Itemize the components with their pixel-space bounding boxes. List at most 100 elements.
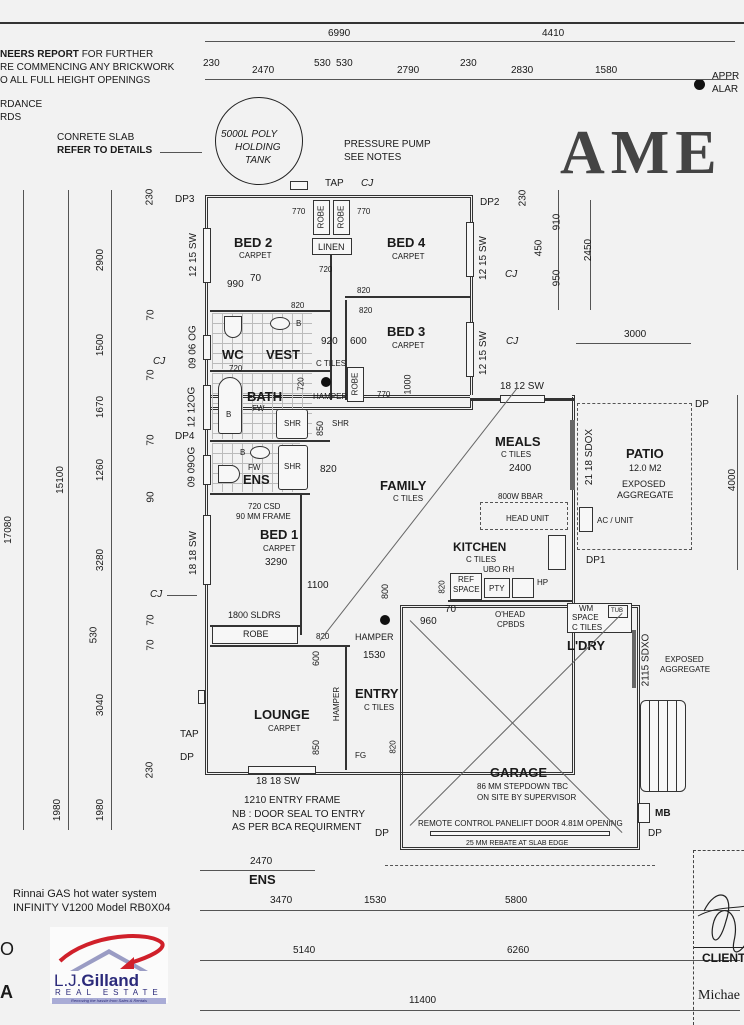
- dim-line-bottom-row2: [200, 960, 740, 961]
- dim-left-1980b: 1980: [95, 798, 107, 822]
- room-vest-name: VEST: [266, 347, 300, 362]
- room-laundry-name: L'DRY: [567, 638, 605, 653]
- floor-waste-ens: FW: [248, 463, 261, 472]
- signature-scribble-icon: [697, 894, 744, 953]
- hotplate-label: HP: [537, 578, 549, 587]
- tank-label-1: 5000L POLY: [221, 129, 278, 140]
- dim-line-bottom-ens: [200, 870, 315, 871]
- tap-fitting-left: [198, 690, 205, 704]
- logo-tagline: REAL ESTATE: [55, 988, 163, 997]
- dim-left-530: 530: [88, 626, 100, 644]
- shower-ens: [278, 445, 308, 490]
- wall-living-block: [205, 395, 575, 775]
- dim-1000: 1000: [402, 374, 413, 395]
- room-entry-finish: C TILES: [364, 703, 395, 712]
- engineers-note-line-2: RE COMMENCING ANY BRICKWORK: [0, 62, 175, 73]
- window-bath: [203, 385, 211, 430]
- window-bed1: [203, 515, 211, 585]
- dim-820a: 820: [291, 301, 305, 310]
- dim-top-230a: 230: [203, 58, 220, 69]
- robe-bed4: [333, 200, 350, 235]
- cj-label-top: CJ: [361, 178, 374, 189]
- window-bed2: [203, 228, 211, 283]
- dim-top-1580: 1580: [595, 65, 618, 76]
- external-steps: [640, 700, 686, 792]
- cj-label-left-1: CJ: [153, 356, 166, 367]
- robe-bed2: [313, 200, 330, 235]
- alarm-symbol: [694, 79, 705, 90]
- shower-hall-label: SHR: [332, 419, 349, 428]
- laundry-door-label: 2115 SDXO: [640, 633, 652, 687]
- ref-space: [450, 573, 482, 600]
- robe-bed2-label: ROBE: [316, 205, 326, 229]
- robe-bed3: [347, 367, 364, 402]
- dim-770b: 770: [357, 207, 371, 216]
- tank-label-2: HOLDING: [235, 142, 281, 153]
- dim-line-right-2450: [590, 200, 591, 310]
- shower-ens-label: SHR: [284, 462, 301, 471]
- dim-720a: 720: [319, 265, 333, 274]
- dim-2400: 2400: [509, 463, 532, 474]
- robe-sliders-label: 1800 SLDRS: [228, 610, 281, 620]
- room-bed2-name: BED 2: [234, 235, 273, 250]
- dim-top-530b: 530: [336, 58, 353, 69]
- dim-70a: 70: [250, 273, 262, 284]
- room-patio-name: PATIO: [626, 446, 664, 461]
- dim-line-left: [111, 190, 112, 830]
- room-bed2-finish: CARPET: [239, 251, 272, 260]
- dim-600b: 600: [311, 650, 322, 667]
- cj-label-left-2: CJ: [150, 589, 163, 600]
- dim-left-70c: 70: [145, 434, 157, 446]
- window-bed1-label: 18 18 SW: [187, 531, 199, 575]
- robe-bed1: [212, 626, 298, 644]
- robe-bed1-label: ROBE: [243, 629, 269, 639]
- dim-850a: 850: [315, 420, 326, 437]
- room-meals-finish: C TILES: [501, 450, 532, 459]
- room-bed4-finish: CARPET: [392, 252, 425, 261]
- room-patio-finish-2: AGGREGATE: [617, 490, 674, 500]
- dim-line-patio-width: [576, 343, 691, 344]
- pressure-pump: [290, 181, 308, 190]
- room-bed3-name: BED 3: [387, 324, 426, 339]
- dim-left-230b: 230: [144, 761, 156, 779]
- room-family-name: FAMILY: [380, 478, 427, 493]
- dim-left-230: 230: [144, 188, 156, 206]
- client-signature-box: CLIENT Michae: [693, 850, 744, 1025]
- room-lounge-name: LOUNGE: [254, 707, 310, 722]
- dim-left-90: 90: [145, 491, 157, 503]
- wall-lounge-entry: [345, 645, 347, 770]
- dim-left-1980a: 1980: [52, 798, 64, 822]
- room-ens-name: ENS: [243, 472, 270, 487]
- window-wc-label: 09 06 OG: [187, 325, 199, 369]
- room-patio-finish-1: EXPOSED: [622, 479, 666, 489]
- dim-1100: 1100: [307, 580, 329, 591]
- left-fragment-1: O: [0, 939, 15, 959]
- floor-waste-bath: FW: [252, 404, 265, 413]
- linen-cupboard: [312, 238, 352, 255]
- dim-15100: 15100: [54, 466, 66, 494]
- window-bath-label: 12 12OG: [186, 386, 198, 428]
- dim-960: 960: [420, 616, 437, 627]
- dim-bottom-5800: 5800: [505, 895, 528, 906]
- downpipe-dp-patio: DP: [695, 399, 709, 410]
- patio-door: [570, 420, 575, 490]
- engineers-note-line-3: O ALL FULL HEIGHT OPENINGS: [0, 75, 151, 86]
- downpipe-dp4: DP4: [175, 431, 195, 442]
- dim-770a: 770: [292, 207, 306, 216]
- dim-bottom-5140: 5140: [293, 945, 316, 956]
- robe-bed3-label: ROBE: [350, 372, 360, 396]
- slab-leader: [160, 152, 202, 153]
- hamper-hall: HAMPER: [313, 392, 348, 401]
- alarm-note-1: APPR: [712, 71, 740, 82]
- dim-720b: 720: [229, 364, 243, 373]
- room-bed4-name: BED 4: [387, 235, 426, 250]
- bed1-frame-note-2: 90 MM FRAME: [236, 512, 291, 521]
- dim-920: 920: [321, 336, 338, 347]
- wall-wc-bath: [210, 370, 330, 372]
- title-fragment: AME: [560, 119, 723, 187]
- room-bed1-name: BED 1: [260, 527, 299, 542]
- dim-left-70b: 70: [145, 369, 157, 381]
- dim-top-2790: 2790: [397, 65, 420, 76]
- dim-top-230b: 230: [460, 58, 477, 69]
- garage-slab-edge: [385, 865, 655, 866]
